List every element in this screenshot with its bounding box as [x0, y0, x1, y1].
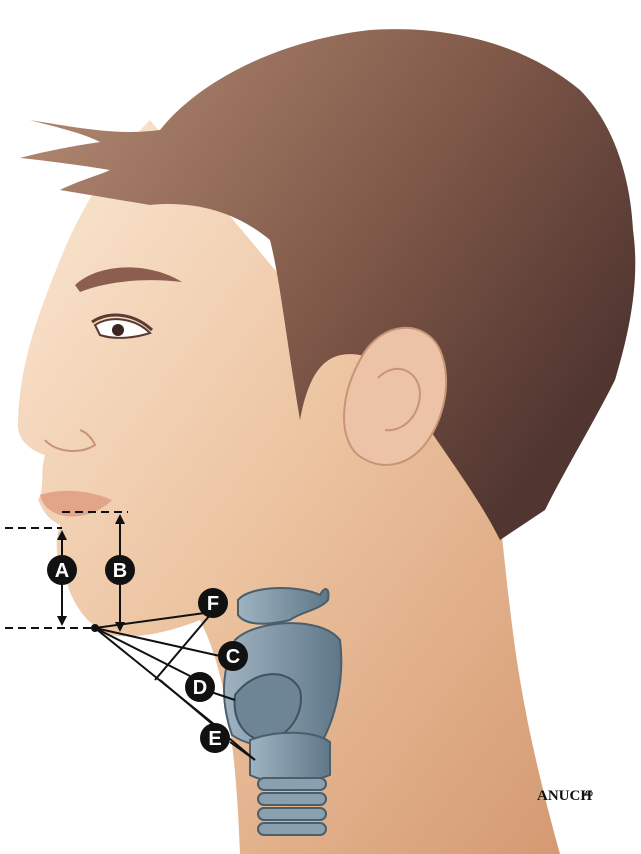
marker-f: F	[198, 588, 228, 618]
artist-signature: ANUCH MD	[537, 788, 593, 804]
cricoid-cartilage	[250, 733, 330, 783]
svg-text:F: F	[207, 593, 219, 615]
marker-d: D	[185, 672, 215, 702]
svg-text:C: C	[226, 646, 240, 668]
marker-b: B	[105, 555, 135, 585]
svg-text:E: E	[208, 728, 221, 750]
svg-text:B: B	[113, 560, 127, 582]
svg-text:D: D	[193, 677, 207, 699]
marker-e: E	[200, 723, 230, 753]
svg-text:MD: MD	[582, 791, 593, 798]
svg-text:A: A	[55, 560, 69, 582]
marker-c: C	[218, 641, 248, 671]
marker-a: A	[47, 555, 77, 585]
pupil	[112, 324, 124, 336]
